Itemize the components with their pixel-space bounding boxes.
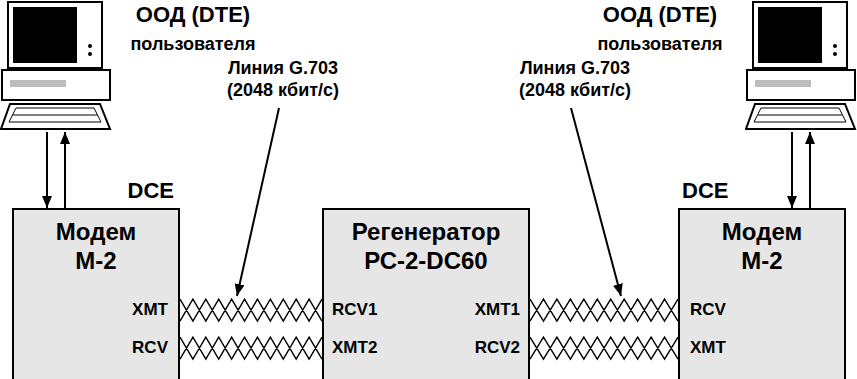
twisted-pair-line — [530, 299, 678, 321]
dce-label: DCE — [128, 178, 174, 204]
computer-caption: пользователя — [118, 34, 268, 56]
computer-icon — [0, 0, 112, 132]
twisted-pair-line — [180, 337, 322, 359]
twisted-pair-line — [530, 337, 678, 359]
leader-arrow — [571, 108, 621, 296]
line-callout: Линия G.703 (2048 кбит/с) — [208, 58, 358, 102]
data-arrow — [46, 132, 48, 208]
twisted-pair-line — [180, 299, 322, 321]
pin-name: RCV — [690, 300, 726, 320]
pin-name: XMT — [690, 338, 726, 358]
leader-arrow — [237, 108, 279, 296]
pin-name: RCV1 — [332, 300, 377, 320]
pin-name: RCV — [132, 338, 168, 358]
pin-name: XMT2 — [332, 338, 377, 358]
dce-label: DCE — [682, 178, 728, 204]
computer-caption: ООД (DTE) — [118, 2, 268, 28]
pin-name: XMT — [132, 300, 168, 320]
user-computer: ООД (DTE)пользователя — [0, 0, 112, 132]
computer-caption: пользователя — [585, 34, 735, 56]
data-arrow — [791, 132, 793, 208]
computer-icon — [745, 0, 857, 132]
device-title: Модем М-2 — [707, 218, 817, 276]
pin-name: RCV2 — [475, 338, 520, 358]
regenerator-box: Регенератор РС-2-DC60RCV1 XMT1XMT2 RCV2 — [322, 208, 530, 379]
device-title: Модем М-2 — [41, 218, 151, 276]
data-arrow — [809, 132, 811, 208]
line-callout: Линия G.703 (2048 кбит/с) — [500, 58, 650, 102]
user-computer: ООД (DTE)пользователя — [745, 0, 857, 132]
modem-box: DCEМодем М-2RCVXMT — [678, 208, 846, 379]
modem-box: DCEМодем М-2XMTRCV — [12, 208, 180, 379]
pin-name: XMT1 — [475, 300, 520, 320]
device-title: Регенератор РС-2-DC60 — [331, 218, 521, 276]
data-arrow — [64, 132, 66, 208]
computer-caption: ООД (DTE) — [585, 2, 735, 28]
